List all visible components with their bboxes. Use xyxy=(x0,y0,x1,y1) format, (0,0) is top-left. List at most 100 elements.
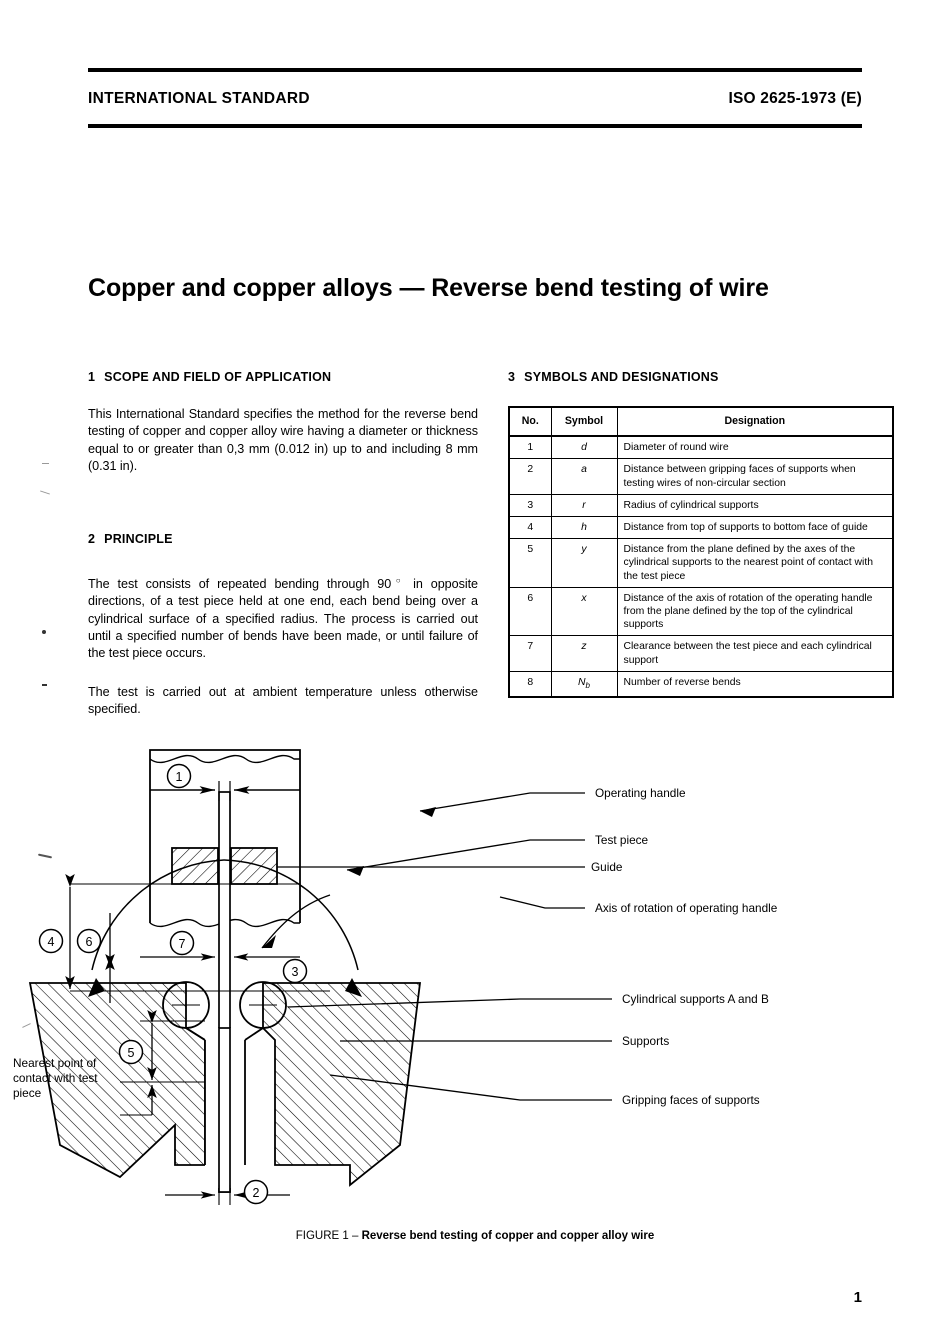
support-jaw-right xyxy=(262,982,422,1187)
cell-no: 5 xyxy=(508,538,552,588)
cell-designation: Distance from top of supports to bottom … xyxy=(616,516,894,540)
label-operating-handle: Operating handle xyxy=(595,786,686,800)
page-number: 1 xyxy=(853,1289,862,1306)
cell-designation: Distance from the plane defined by the a… xyxy=(616,538,894,588)
header-standard-type: INTERNATIONAL STANDARD xyxy=(88,90,310,107)
label-cylindrical-supports: Cylindrical supports A and B xyxy=(622,992,769,1006)
principle-paragraph-1: The test consists of repeated bending th… xyxy=(88,572,478,663)
principle-text-pre: The test consists of repeated bending th… xyxy=(88,576,392,591)
cell-symbol: x xyxy=(550,586,618,637)
cell-no: 7 xyxy=(508,635,552,672)
figure-caption: FIGURE 1 – Reverse bend testing of coppe… xyxy=(0,1230,950,1242)
dimension-1-arrow xyxy=(150,781,300,801)
callout-label-7: 7 xyxy=(179,937,186,951)
header-rule-bottom xyxy=(88,124,862,128)
section-number-2: 2 xyxy=(88,531,96,546)
cell-symbol: a xyxy=(550,458,618,495)
label-axis-of-rotation: Axis of rotation of operating handle xyxy=(595,901,778,915)
figure-caption-title: Reverse bend testing of copper and coppe… xyxy=(361,1230,655,1242)
principle-text-post: in opposite directions, of a test piece … xyxy=(88,576,478,661)
cell-designation: Clearance between the test piece and eac… xyxy=(616,635,894,672)
leader-test-piece xyxy=(346,839,585,876)
figure-caption-prefix: FIGURE 1 – xyxy=(295,1230,362,1242)
left-label-line-3: piece xyxy=(13,1086,42,1100)
callout-label-3: 3 xyxy=(292,965,299,979)
label-guide: Guide xyxy=(591,860,623,874)
figure-callouts: 1 2 3 4 5 6 7 xyxy=(38,763,308,1205)
label-test-piece: Test piece xyxy=(595,833,649,847)
callout-6: 6 xyxy=(76,928,102,954)
figure-left-label: Nearest point of contact with test piece xyxy=(13,1056,98,1100)
support-jaw-left xyxy=(28,982,206,1179)
cell-symbol: d xyxy=(550,436,618,460)
axis-rotation-leader xyxy=(261,894,331,949)
section-number-3: 3 xyxy=(508,370,516,384)
cell-designation: Diameter of round wire xyxy=(616,436,894,460)
cell-symbol: z xyxy=(550,635,618,672)
header-rule-top xyxy=(88,68,862,72)
header-standard-number: ISO 2625-1973 (E) xyxy=(728,90,862,107)
page-title: Copper and copper alloys — Reverse bend … xyxy=(88,274,769,302)
dimension-2 xyxy=(165,1185,290,1205)
callout-label-6: 6 xyxy=(86,935,93,949)
cell-designation: Radius of cylindrical supports xyxy=(616,493,894,518)
left-label-line-2: contact with test xyxy=(13,1071,98,1085)
guide-block-right xyxy=(230,847,278,885)
callout-7: 7 xyxy=(169,930,195,956)
symbol-base: N xyxy=(578,676,586,688)
dimension-5 xyxy=(120,1010,205,1083)
cell-symbol: y xyxy=(550,538,618,588)
label-supports: Supports xyxy=(622,1034,669,1048)
callout-label-1: 1 xyxy=(176,770,183,784)
symbol-subscript: b xyxy=(585,680,590,690)
callout-1: 1 xyxy=(166,763,192,789)
right-column: 3 SYMBOLS AND DESIGNATIONS No. Symbol Des… xyxy=(508,370,894,699)
margin-tick-2 xyxy=(40,490,50,495)
margin-tick-3 xyxy=(42,630,46,634)
cell-symbol: h xyxy=(550,516,618,540)
column-header-no: No. xyxy=(508,406,552,438)
degree-symbol: ○ xyxy=(391,575,406,585)
cell-designation: Distance between gripping faces of suppo… xyxy=(616,458,894,495)
cell-no: 3 xyxy=(508,493,552,518)
callout-3: 3 xyxy=(282,958,308,984)
label-gripping-faces: Gripping faces of supports xyxy=(622,1093,760,1107)
cell-symbol: Nb xyxy=(550,670,618,698)
leader-operating-handle xyxy=(419,792,585,817)
left-label-line-1: Nearest point of xyxy=(13,1056,97,1070)
leader-axis-rotation xyxy=(499,896,585,909)
scope-paragraph: This International Standard specifies th… xyxy=(88,407,478,474)
section-number-1: 1 xyxy=(88,370,96,384)
cell-symbol: r xyxy=(550,493,618,518)
leader-gripping-faces xyxy=(329,1074,612,1101)
margin-tick-1 xyxy=(42,463,49,464)
table-header-row: No. Symbol Designation xyxy=(508,406,894,438)
cell-designation: Number of reverse bends xyxy=(616,670,894,698)
column-header-symbol: Symbol xyxy=(550,406,618,438)
nearest-point-leader xyxy=(120,1085,157,1116)
figure-1: 1 2 3 4 5 6 7 Operating handle Test piec… xyxy=(0,745,950,1265)
section-title-3: SYMBOLS AND DESIGNATIONS xyxy=(524,370,719,384)
column-header-designation: Designation xyxy=(616,406,894,438)
figure-leader-labels: Operating handle Test piece Guide Axis o… xyxy=(591,786,778,1107)
cell-no: 6 xyxy=(508,586,552,637)
section-heading-symbols: 3 SYMBOLS AND DESIGNATIONS xyxy=(508,370,894,384)
principle-paragraph-2: The test is carried out at ambient tempe… xyxy=(88,684,478,717)
cell-no: 4 xyxy=(508,516,552,540)
margin-tick-4 xyxy=(42,684,47,686)
cell-designation: Distance of the axis of rotation of the … xyxy=(616,586,894,637)
figure-diagram: 1 2 3 4 5 6 7 Operating handle Test piec… xyxy=(13,749,778,1205)
cell-no: 1 xyxy=(508,436,552,460)
